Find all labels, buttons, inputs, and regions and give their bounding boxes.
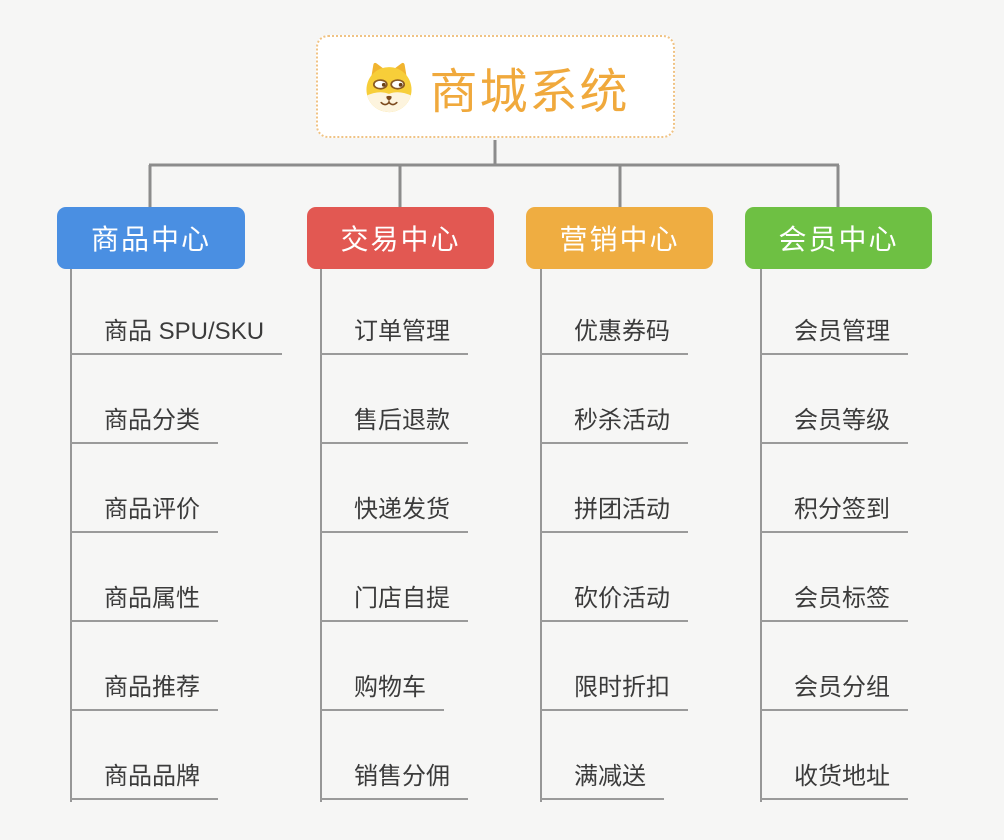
root-title: 商城系统 xyxy=(429,65,630,119)
leaf-node[interactable]: 砍价活动 xyxy=(540,582,688,622)
leaf-node[interactable]: 限时折扣 xyxy=(540,671,688,711)
branch-trunk-line xyxy=(540,269,542,802)
branch-trunk-line xyxy=(760,269,762,802)
leaf-node[interactable]: 商品分类 xyxy=(70,404,218,444)
leaf-node[interactable]: 拼团活动 xyxy=(540,493,688,533)
branch-label: 会员中心 xyxy=(778,224,899,255)
leaf-node[interactable]: 商品品牌 xyxy=(70,760,218,800)
leaf-node[interactable]: 会员标签 xyxy=(760,582,908,622)
leaf-node[interactable]: 售后退款 xyxy=(320,404,468,444)
leaf-node[interactable]: 会员等级 xyxy=(760,404,908,444)
branch-node-member-center[interactable]: 会员中心 xyxy=(745,207,932,269)
leaf-node[interactable]: 秒杀活动 xyxy=(540,404,688,444)
leaf-node[interactable]: 订单管理 xyxy=(320,315,468,355)
branch-label: 营销中心 xyxy=(559,224,680,255)
leaf-node[interactable]: 门店自提 xyxy=(320,582,468,622)
leaf-node[interactable]: 商品推荐 xyxy=(70,671,218,711)
branch-node-product-center[interactable]: 商品中心 xyxy=(57,207,245,269)
leaf-node[interactable]: 会员分组 xyxy=(760,671,908,711)
leaf-node[interactable]: 商品 SPU/SKU xyxy=(70,315,283,355)
leaf-node[interactable]: 积分签到 xyxy=(760,493,908,533)
branch-trunk-line xyxy=(320,269,322,802)
leaf-node[interactable]: 商品属性 xyxy=(70,582,218,622)
leaf-node[interactable]: 购物车 xyxy=(320,671,444,711)
leaf-node[interactable]: 会员管理 xyxy=(760,315,908,355)
branch-node-marketing-center[interactable]: 营销中心 xyxy=(526,207,713,269)
leaf-node[interactable]: 优惠券码 xyxy=(540,315,688,355)
leaf-node[interactable]: 快递发货 xyxy=(320,493,468,533)
leaf-node[interactable]: 满减送 xyxy=(540,760,664,800)
branch-node-trade-center[interactable]: 交易中心 xyxy=(307,207,494,269)
root-node[interactable]: 商城系统 xyxy=(316,35,675,138)
dog-face-icon xyxy=(366,62,413,112)
leaf-node[interactable]: 收货地址 xyxy=(760,760,908,800)
branch-trunk-line xyxy=(70,269,72,802)
leaf-node[interactable]: 销售分佣 xyxy=(320,760,468,800)
branch-label: 交易中心 xyxy=(340,224,461,255)
branch-label: 商品中心 xyxy=(90,224,211,255)
leaf-node[interactable]: 商品评价 xyxy=(70,493,218,533)
